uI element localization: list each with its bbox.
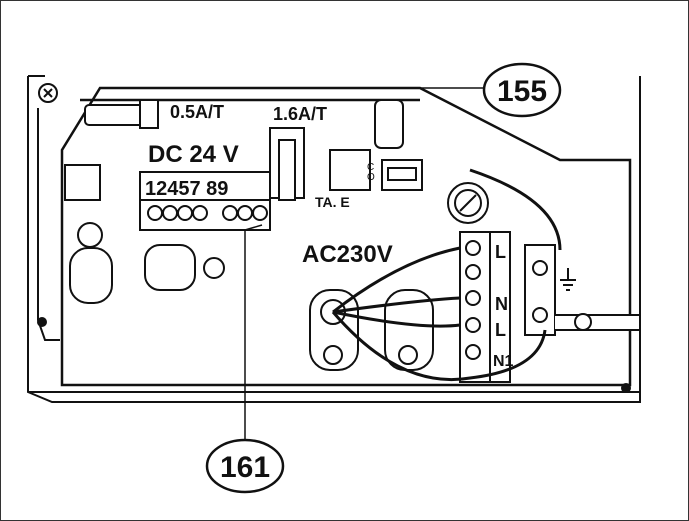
ta-label: TA. E [315,194,350,210]
leader-lines [244,87,490,445]
ac-label: AC230V [302,241,393,268]
callout-161-label: 161 [220,451,270,484]
fuse-large-label: 1.6A/T [273,104,327,124]
cable-gland-left [69,222,225,304]
module-plate [60,86,632,387]
callout-155-label: 155 [497,75,547,108]
term-L: L [495,242,506,262]
term-L1: L [495,320,506,340]
enclosure [27,75,641,403]
fuse-small-label: 0.5A/T [170,102,224,122]
adjust-knob [447,182,489,224]
dc-terminal-block [139,171,271,231]
ground-terminal [524,244,641,336]
connector-letters-2: O [367,172,375,183]
ac-terminal-block [459,231,511,383]
fuse-1-6a [269,127,305,201]
term-N1: N1 [493,353,514,370]
connector-letters: C [367,162,374,173]
callout-155: 155 [482,62,562,118]
wiring [331,168,562,382]
dc-label: DC 24 V [148,141,239,168]
signal-connector [329,99,423,191]
dc-terminal-numbers: 12457 89 [145,178,228,200]
callout-161: 161 [205,438,285,494]
term-N: N [495,294,508,314]
mount-screws [37,317,631,393]
fuse-0-5a [38,83,159,129]
